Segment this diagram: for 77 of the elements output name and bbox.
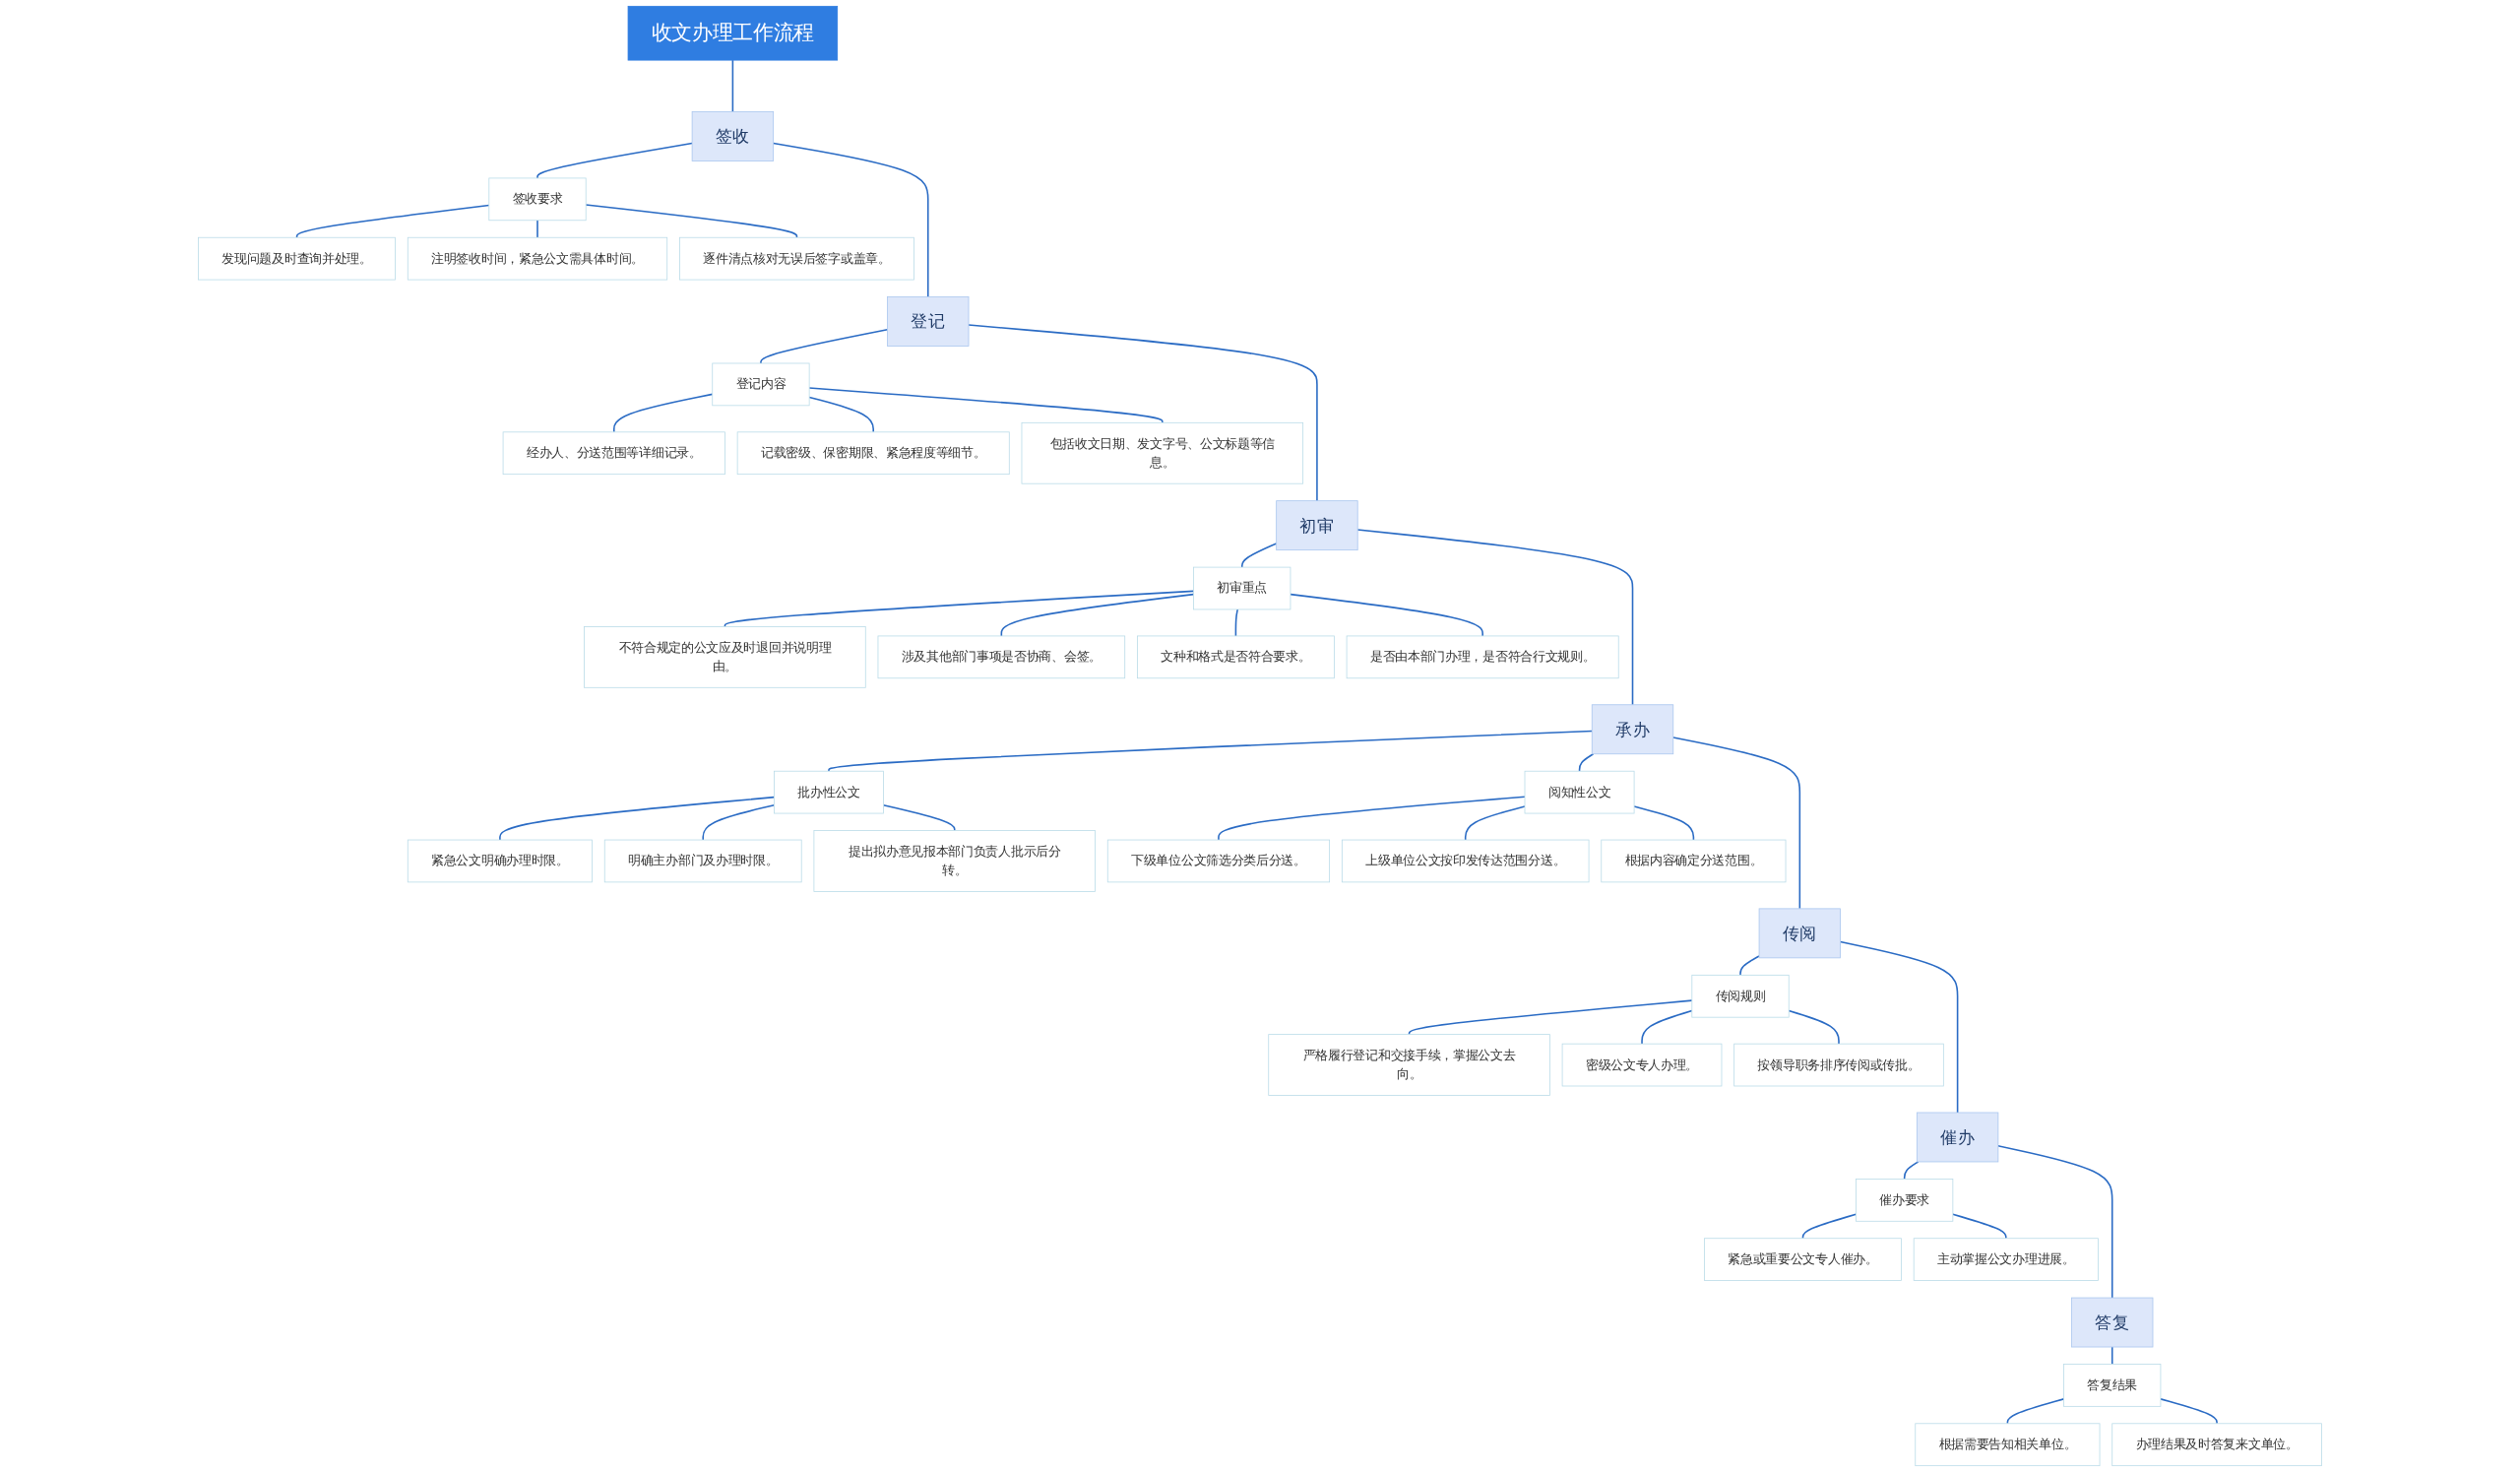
node-box: 催办 bbox=[1916, 1112, 1999, 1163]
node-box: 发现问题及时查询并处理。 bbox=[198, 236, 396, 281]
connector bbox=[1356, 529, 1634, 706]
node-box: 主动掌握公文办理进展。 bbox=[1913, 1238, 2099, 1281]
node-box: 签收要求 bbox=[488, 177, 587, 222]
connector bbox=[808, 396, 874, 433]
node-box: 严格履行登记和交接手续，掌握公文去向。 bbox=[1268, 1034, 1550, 1096]
connector bbox=[808, 387, 1164, 424]
connector bbox=[702, 803, 776, 841]
connector bbox=[724, 590, 1195, 628]
node-box: 答复 bbox=[2071, 1297, 2154, 1348]
connector bbox=[1997, 1145, 2113, 1299]
node-box: 不符合规定的公文应及时退回并说明理由。 bbox=[584, 626, 866, 688]
node-box: 初审重点 bbox=[1193, 566, 1292, 610]
node-box: 记载密级、保密期限、紧急程度等细节。 bbox=[736, 431, 1010, 476]
connector bbox=[2160, 1398, 2218, 1425]
node-box: 明确主办部门及办理时限。 bbox=[603, 839, 802, 883]
connector bbox=[882, 803, 956, 832]
connector bbox=[2006, 1398, 2065, 1425]
node-box: 登记 bbox=[887, 296, 970, 347]
node-box: 签收 bbox=[691, 111, 775, 161]
connector bbox=[1671, 736, 1801, 910]
connector bbox=[1240, 543, 1278, 568]
node-box: 涉及其他部门事项是否协商、会签。 bbox=[877, 635, 1126, 679]
node-box: 传阅规则 bbox=[1691, 974, 1790, 1018]
connector bbox=[1903, 1161, 1920, 1181]
connector bbox=[1633, 805, 1695, 841]
connector bbox=[612, 393, 714, 433]
connector bbox=[731, 59, 734, 113]
node-box: 收文办理工作流程 bbox=[627, 5, 839, 61]
node-box: 文种和格式是否符合要求。 bbox=[1137, 635, 1335, 679]
connector bbox=[1739, 955, 1760, 977]
connector bbox=[1839, 940, 1959, 1114]
node-box: 传阅 bbox=[1758, 908, 1841, 959]
connector bbox=[1952, 1213, 2007, 1240]
connector bbox=[1234, 608, 1239, 637]
connector bbox=[1408, 999, 1693, 1036]
connector bbox=[536, 142, 693, 179]
node-box: 注明签收时间，紧急公文需具体时间。 bbox=[407, 236, 668, 281]
node-box: 包括收文日期、发文字号、公文标题等信息。 bbox=[1021, 421, 1304, 484]
node-box: 初审 bbox=[1276, 500, 1358, 551]
node-box: 阅知性公文 bbox=[1524, 770, 1635, 814]
node-box: 承办 bbox=[1591, 704, 1674, 755]
connector bbox=[1578, 752, 1595, 772]
connector bbox=[499, 796, 776, 841]
node-box: 登记内容 bbox=[712, 362, 810, 407]
connector bbox=[828, 730, 1594, 772]
connector bbox=[585, 204, 798, 239]
node-box: 答复结果 bbox=[2063, 1364, 2162, 1407]
node-box: 根据内容确定分送范围。 bbox=[1601, 839, 1787, 883]
node-box: 上级单位公文按印发传达范围分送。 bbox=[1341, 839, 1590, 883]
node-box: 紧急或重要公文专人催办。 bbox=[1704, 1238, 1902, 1281]
connector bbox=[1641, 1009, 1693, 1045]
node-box: 密级公文专人办理。 bbox=[1561, 1043, 1723, 1087]
node-box: 下级单位公文筛选分类后分送。 bbox=[1106, 839, 1330, 883]
connector bbox=[1218, 796, 1526, 841]
node-box: 催办要求 bbox=[1856, 1179, 1954, 1222]
connector bbox=[1000, 593, 1195, 637]
connector bbox=[1788, 1009, 1840, 1045]
connector bbox=[1464, 805, 1526, 841]
connector bbox=[968, 324, 1318, 502]
node-box: 紧急公文明确办理时限。 bbox=[407, 839, 593, 883]
node-box: 办理结果及时答复来文单位。 bbox=[2111, 1423, 2322, 1467]
node-box: 逐件清点核对无误后签字或盖章。 bbox=[679, 236, 914, 281]
connector bbox=[1801, 1213, 1858, 1240]
node-box: 是否由本部门办理，是否符合行文规则。 bbox=[1346, 635, 1619, 679]
connector bbox=[772, 142, 929, 298]
node-box: 批办性公文 bbox=[774, 770, 884, 814]
connector bbox=[760, 328, 889, 364]
connector bbox=[1290, 593, 1483, 637]
connector bbox=[295, 204, 490, 239]
connector bbox=[536, 219, 538, 239]
node-box: 按领导职务排序传阅或传批。 bbox=[1733, 1043, 1944, 1087]
node-box: 提出拟办意见报本部门负责人批示后分转。 bbox=[813, 830, 1096, 892]
node-box: 经办人、分送范围等详细记录。 bbox=[502, 431, 725, 476]
node-box: 根据需要告知相关单位。 bbox=[1915, 1423, 2101, 1467]
connector bbox=[2110, 1346, 2113, 1366]
